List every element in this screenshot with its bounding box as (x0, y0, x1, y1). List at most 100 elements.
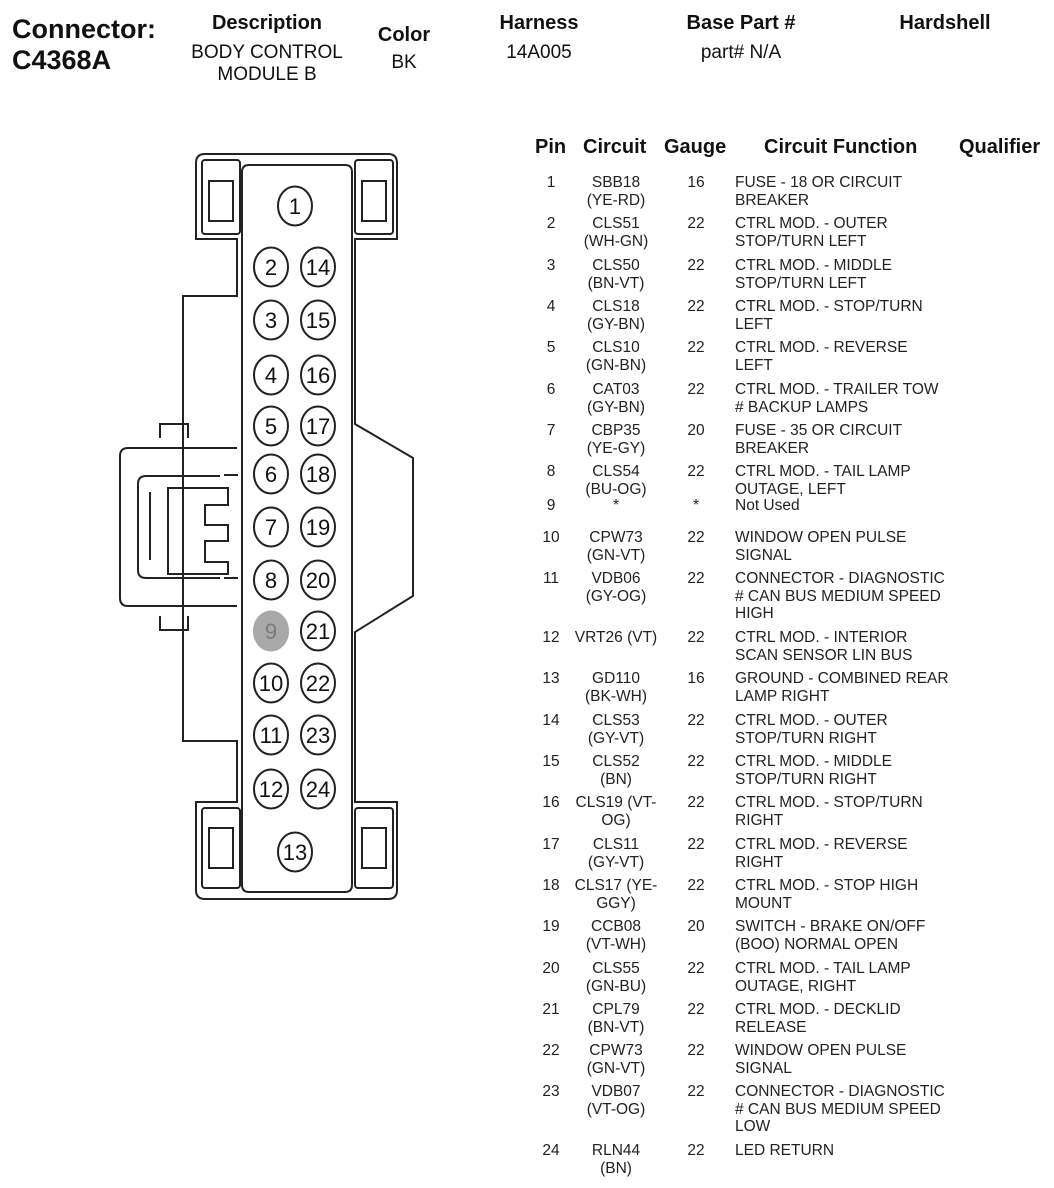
pin-cavity-circle (253, 246, 289, 288)
pin-cavity-label: 23 (306, 723, 330, 748)
pin-number-cell: 13 (542, 670, 560, 687)
pin-cavity-label: 18 (306, 462, 330, 487)
function-text: # CAN BUS MEDIUM SPEED (735, 587, 941, 605)
pin-cavity: 5 (253, 405, 289, 447)
function-text: FUSE - 18 OR CIRCUIT (735, 174, 903, 191)
pin-cavity-label: 21 (306, 619, 330, 644)
function-text: SIGNAL (735, 1059, 792, 1077)
pin-cavity: 15 (300, 299, 336, 341)
gauge-cell: * (692, 497, 700, 514)
circuit-cell: CBP35(YE-GY) (570, 422, 662, 457)
circuit-text: (GY-BN) (587, 315, 645, 333)
circuit-text: (GY-VT) (587, 729, 645, 747)
pin-cavity-circle (253, 453, 289, 495)
circuit-text: (GY-VT) (587, 853, 645, 871)
gauge-cell: 22 (687, 629, 705, 646)
pin-cavity: 8 (253, 559, 289, 601)
function-text: CTRL MOD. - STOP/TURN (735, 298, 923, 315)
function-text: CTRL MOD. - TAIL LAMP (735, 463, 911, 480)
pin-cavity-label: 22 (306, 671, 330, 696)
color-value: BK (391, 52, 417, 73)
circuit-text: (BN) (600, 770, 632, 788)
function-text: LOW (735, 1118, 771, 1135)
function-text: CTRL MOD. - STOP/TURN (735, 794, 923, 811)
circuit-text: (BN) (600, 1159, 632, 1177)
pin-number-cell: 21 (542, 1001, 560, 1018)
harness-value: 14A005 (506, 42, 572, 63)
hardshell-column: Hardshell (880, 12, 1010, 35)
function-text: Not Used (735, 497, 800, 514)
circuit-cell: CLS54(BU-OG) (570, 463, 662, 498)
circuit-cell: VRT26 (VT) (570, 629, 662, 647)
function-text: OUTAGE, RIGHT (735, 977, 857, 995)
pin-cavity: 9 (253, 610, 289, 652)
function-text: STOP/TURN RIGHT (735, 729, 877, 747)
circuit-text: VRT26 (VT) (574, 629, 658, 646)
function-text: # CAN BUS MEDIUM SPEED (735, 1100, 941, 1118)
pin-cavity: 16 (300, 354, 336, 396)
circuit-cell: CLS17 (YE-GGY) (570, 877, 662, 912)
circuit-text: (GN-BU) (585, 977, 647, 995)
function-text: STOP/TURN RIGHT (735, 770, 877, 788)
function-text: MOUNT (735, 894, 792, 912)
qualifier-column-header: Qualifier (959, 136, 1041, 158)
circuit-cell: CLS52(BN) (570, 753, 662, 788)
function-text: STOP/TURN LEFT (735, 274, 867, 292)
pin-cavity-label: 5 (265, 414, 277, 439)
gauge-cell: 22 (687, 381, 705, 398)
gauge-cell: 22 (687, 529, 705, 546)
base-part-heading: Base Part # (686, 12, 796, 34)
circuit-cell: SBB18(YE-RD) (570, 174, 662, 209)
function-text: SWITCH - BRAKE ON/OFF (735, 918, 926, 935)
pin-number-cell: 24 (542, 1142, 560, 1159)
description-heading: Description (211, 12, 323, 34)
pin-cavity: 17 (300, 405, 336, 447)
pin-number-cell: 4 (546, 298, 556, 315)
pin-cavity-circle (253, 354, 289, 396)
gauge-cell: 22 (687, 1083, 705, 1100)
pin-cavity: 14 (300, 246, 336, 288)
circuit-text: CBP35 (591, 422, 641, 439)
function-text: CTRL MOD. - TAIL LAMP (735, 960, 911, 977)
pin-number-cell: 14 (542, 712, 560, 729)
pin-cavity-label: 2 (265, 255, 277, 280)
pin-cavity: 11 (253, 714, 289, 756)
circuit-text: (WH-GN) (583, 232, 649, 250)
description-value-line2: MODULE B (217, 64, 317, 85)
circuit-cell: CLS10(GN-BN) (570, 339, 662, 374)
circuit-text: RLN44 (591, 1142, 641, 1159)
connector-id: C4368A (12, 45, 112, 75)
circuit-cell: CLS55(GN-BU) (570, 960, 662, 995)
gauge-cell: 22 (687, 836, 705, 853)
base-part-column: Base Part # part# N/A (670, 12, 812, 64)
circuit-text: (BK-WH) (585, 687, 647, 705)
circuit-text: CLS10 (592, 339, 640, 356)
gauge-cell: 22 (687, 712, 705, 729)
pin-cavity-circle (253, 299, 289, 341)
pin-number-cell: 6 (546, 381, 556, 398)
connector-label: Connector: (12, 14, 156, 44)
pin-cavity-label: 3 (265, 308, 277, 333)
pin-cavity-circle (277, 831, 313, 873)
pin-number-cell: 8 (546, 463, 556, 480)
function-text: # BACKUP LAMPS (735, 398, 869, 416)
function-text: BREAKER (735, 439, 810, 457)
gauge-cell: 22 (687, 877, 705, 894)
pin-cavity-circle (300, 405, 336, 447)
gauge-cell: 16 (687, 670, 705, 687)
pin-cavity-circle (253, 559, 289, 601)
function-cell: LED RETURN (735, 1142, 965, 1160)
circuit-text: (BN-VT) (587, 274, 645, 292)
function-text: CTRL MOD. - OUTER (735, 215, 888, 232)
pin-number-cell: 1 (546, 174, 556, 191)
pin-cavity-label: 19 (306, 515, 330, 540)
